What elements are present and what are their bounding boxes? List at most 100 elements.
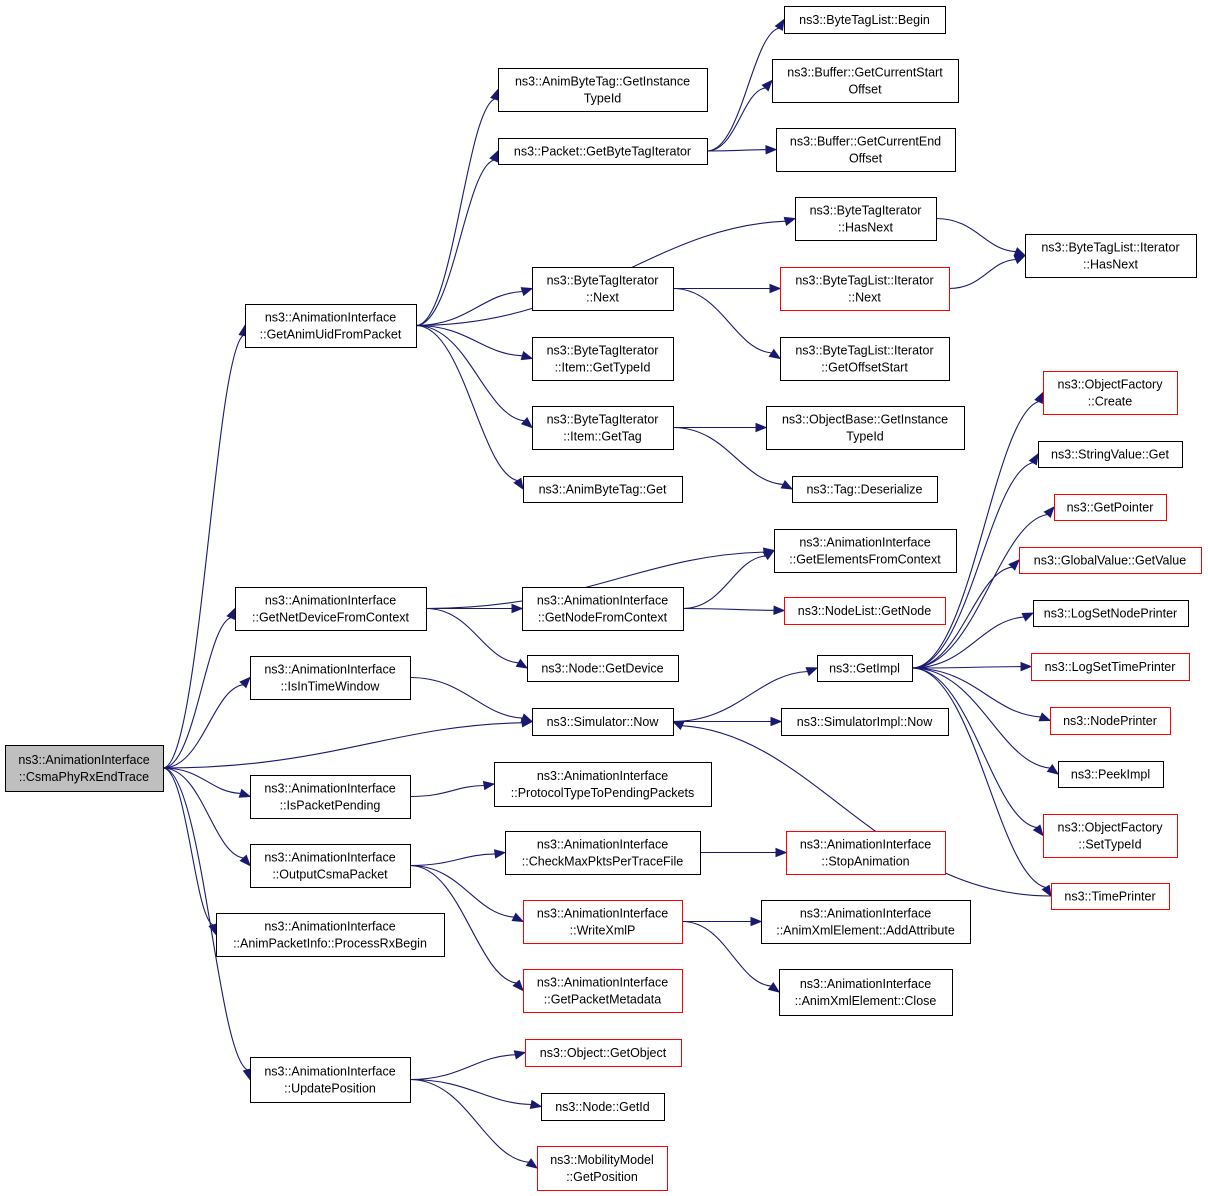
node-getElementsFromContext[interactable]: ns3::AnimationInterface::GetElementsFrom… — [774, 529, 957, 573]
node-box-mobilityModelGetPosition — [537, 1146, 668, 1191]
node-checkMaxPktsPerTraceFile[interactable]: ns3::AnimationInterface::CheckMaxPktsPer… — [505, 831, 701, 875]
node-processRxBegin[interactable]: ns3::AnimationInterface::AnimPacketInfo:… — [216, 913, 445, 957]
node-logSetTimePrinter[interactable]: ns3::LogSetTimePrinter — [1031, 653, 1190, 681]
node-itemGetTypeId[interactable]: ns3::ByteTagIterator::Item::GetTypeId — [532, 337, 674, 381]
node-getNetDeviceFromContext[interactable]: ns3::AnimationInterface::GetNetDeviceFro… — [235, 587, 427, 631]
node-tagDeserialize[interactable]: ns3::Tag::Deserialize — [792, 476, 938, 503]
node-simulatorNow[interactable]: ns3::Simulator::Now — [532, 708, 674, 736]
node-box-updatePosition — [250, 1057, 411, 1103]
node-root[interactable]: ns3::AnimationInterface::CsmaPhyRxEndTra… — [5, 745, 164, 792]
node-byteTagListIteratorHasNext[interactable]: ns3::ByteTagList::Iterator::HasNext — [1025, 234, 1197, 278]
edge-outputCsmaPacket-to-writeXmlP — [409, 864, 515, 918]
node-objectGetObject[interactable]: ns3::Object::GetObject — [525, 1039, 682, 1067]
node-outputCsmaPacket[interactable]: ns3::AnimationInterface::OutputCsmaPacke… — [250, 844, 411, 888]
node-animXmlElementClose[interactable]: ns3::AnimationInterface::AnimXmlElement:… — [779, 969, 953, 1016]
node-label-getElementsFromContext-line1: ns3::AnimationInterface — [799, 536, 930, 550]
node-byteTagListIteratorNext[interactable]: ns3::ByteTagList::Iterator::Next — [780, 267, 950, 311]
node-getNodeFromContext[interactable]: ns3::AnimationInterface::GetNodeFromCont… — [522, 587, 684, 631]
node-box-getNodeFromContext — [522, 587, 684, 631]
edge-getAnimUid-to-itemGetTag — [415, 324, 525, 422]
edge-root-to-updatePosition — [162, 767, 248, 1071]
node-timePrinter[interactable]: ns3::TimePrinter — [1051, 883, 1170, 910]
node-mobilityModelGetPosition[interactable]: ns3::MobilityModel::GetPosition — [537, 1146, 668, 1191]
node-label-objectFactorySetTypeId-line2: ::SetTypeId — [1078, 838, 1141, 852]
node-box-globalValueGetValue — [1019, 547, 1202, 574]
arrowhead-root-to-getNetDeviceFromContext — [226, 607, 236, 621]
edge-root-to-getAnimUid — [162, 334, 244, 769]
node-label-byteTagListIteratorGetOffsetStart-line2: ::GetOffsetStart — [821, 361, 908, 375]
node-getAnimUid[interactable]: ns3::AnimationInterface::GetAnimUidFromP… — [245, 304, 417, 348]
node-nodeListGetNode[interactable]: ns3::NodeList::GetNode — [784, 597, 946, 625]
node-isPacketPending[interactable]: ns3::AnimationInterface::IsPacketPending — [250, 775, 411, 819]
node-label-itemGetTypeId-line2: ::Item::GetTypeId — [555, 361, 651, 375]
node-itemGetTag[interactable]: ns3::ByteTagIterator::Item::GetTag — [532, 406, 674, 450]
node-byteTagListBegin[interactable]: ns3::ByteTagList::Begin — [784, 6, 946, 34]
node-globalValueGetValue[interactable]: ns3::GlobalValue::GetValue — [1019, 547, 1202, 574]
edge-getImpl-to-peekImpl — [911, 667, 1050, 769]
node-box-byteTagListBegin — [784, 6, 946, 34]
node-nodePrinter[interactable]: ns3::NodePrinter — [1050, 707, 1171, 735]
node-simulatorImplNow[interactable]: ns3::SimulatorImpl::Now — [781, 708, 949, 736]
node-byteTagListIteratorGetOffsetStart[interactable]: ns3::ByteTagList::Iterator::GetOffsetSta… — [780, 337, 950, 381]
edge-getImpl-to-objectFactorySetTypeId — [911, 667, 1037, 829]
arrowhead-getNodeFromContext-to-getElementsFromContext — [762, 549, 776, 561]
node-box-stringValueGet — [1038, 441, 1183, 468]
node-stopAnimation[interactable]: ns3::AnimationInterface::StopAnimation — [786, 831, 946, 875]
node-isInTimeWindow[interactable]: ns3::AnimationInterface::IsInTimeWindow — [250, 656, 411, 700]
edge-getImpl-to-objectFactoryCreate — [911, 400, 1039, 669]
node-label-protocolTypeToPendingPackets-line2: ::ProtocolTypeToPendingPackets — [511, 786, 694, 800]
node-label-stopAnimation-line1: ns3::AnimationInterface — [800, 838, 931, 852]
arrowhead-getImpl-to-getPointer — [1043, 505, 1055, 518]
node-box-stopAnimation — [786, 831, 946, 875]
edge-getNetDeviceFromContext-to-getElementsFromContext — [425, 551, 765, 610]
node-getImpl[interactable]: ns3::GetImpl — [817, 655, 913, 682]
edge-updatePosition-to-objectGetObject — [409, 1054, 516, 1081]
node-box-outputCsmaPacket — [250, 844, 411, 888]
node-addAttribute[interactable]: ns3::AnimationInterface::AnimXmlElement:… — [761, 900, 971, 944]
node-getPointer[interactable]: ns3::GetPointer — [1054, 494, 1167, 521]
node-peekImpl[interactable]: ns3::PeekImpl — [1058, 761, 1164, 788]
node-label-updatePosition-line1: ns3::AnimationInterface — [264, 1065, 395, 1079]
node-writeXmlP[interactable]: ns3::AnimationInterface::WriteXmlP — [523, 900, 683, 944]
node-protocolTypeToPendingPackets[interactable]: ns3::AnimationInterface::ProtocolTypeToP… — [494, 762, 712, 807]
node-label-mobilityModelGetPosition-line2: ::GetPosition — [566, 1170, 638, 1184]
node-label-timePrinter-line1: ns3::TimePrinter — [1064, 890, 1155, 904]
node-nodeGetDevice[interactable]: ns3::Node::GetDevice — [527, 655, 679, 682]
arrowhead-updatePosition-to-mobilityModelGetPosition — [525, 1158, 539, 1169]
node-label-root-line1: ns3::AnimationInterface — [18, 753, 149, 767]
node-box-byteTagListIteratorGetOffsetStart — [780, 337, 950, 381]
node-label-peekImpl-line1: ns3::PeekImpl — [1071, 768, 1150, 782]
node-byteTagIteratorHasNext[interactable]: ns3::ByteTagIterator::HasNext — [795, 197, 937, 241]
node-getPacketMetadata[interactable]: ns3::AnimationInterface::GetPacketMetada… — [523, 969, 683, 1013]
node-animByteTagGet[interactable]: ns3::AnimByteTag::Get — [523, 476, 683, 503]
node-logSetNodePrinter[interactable]: ns3::LogSetNodePrinter — [1033, 600, 1189, 627]
arrowhead-getAnimUid-to-byteTagIteratorNext — [520, 287, 534, 297]
node-packetGetByteTagIterator[interactable]: ns3::Packet::GetByteTagIterator — [498, 138, 708, 165]
arrowhead-simulatorNow-to-getImpl — [805, 667, 819, 677]
node-objectFactorySetTypeId[interactable]: ns3::ObjectFactory::SetTypeId — [1043, 814, 1178, 858]
edge-timePrinter-to-simulatorNow — [682, 725, 1052, 897]
node-nodeGetId[interactable]: ns3::Node::GetId — [541, 1093, 665, 1121]
node-label-isInTimeWindow-line1: ns3::AnimationInterface — [264, 663, 395, 677]
node-label-getAnimUid-line1: ns3::AnimationInterface — [265, 311, 396, 325]
node-box-itemGetTypeId — [532, 337, 674, 381]
node-objectFactoryCreate[interactable]: ns3::ObjectFactory::Create — [1043, 371, 1178, 415]
node-label-simulatorNow-line1: ns3::Simulator::Now — [547, 715, 660, 729]
node-box-byteTagListIteratorNext — [780, 267, 950, 311]
node-updatePosition[interactable]: ns3::AnimationInterface::UpdatePosition — [250, 1057, 411, 1103]
node-label-outputCsmaPacket-line1: ns3::AnimationInterface — [264, 851, 395, 865]
edge-root-to-getNetDeviceFromContext — [162, 617, 232, 769]
node-box-bufferGetCurrentEndOffset — [776, 128, 956, 172]
node-byteTagIteratorNext[interactable]: ns3::ByteTagIterator::Next — [532, 267, 674, 311]
node-stringValueGet[interactable]: ns3::StringValue::Get — [1038, 441, 1183, 468]
node-label-isInTimeWindow-line2: ::IsInTimeWindow — [281, 680, 381, 694]
node-box-animXmlElementClose — [779, 969, 953, 1016]
edge-getImpl-to-logSetTimePrinter — [911, 666, 1022, 669]
arrowhead-byteTagIteratorNext-to-byteTagListIteratorGetOffsetStart — [768, 348, 782, 360]
edge-getAnimUid-to-packetGetByteTagIterator — [415, 159, 494, 327]
node-box-objectFactorySetTypeId — [1043, 814, 1178, 858]
